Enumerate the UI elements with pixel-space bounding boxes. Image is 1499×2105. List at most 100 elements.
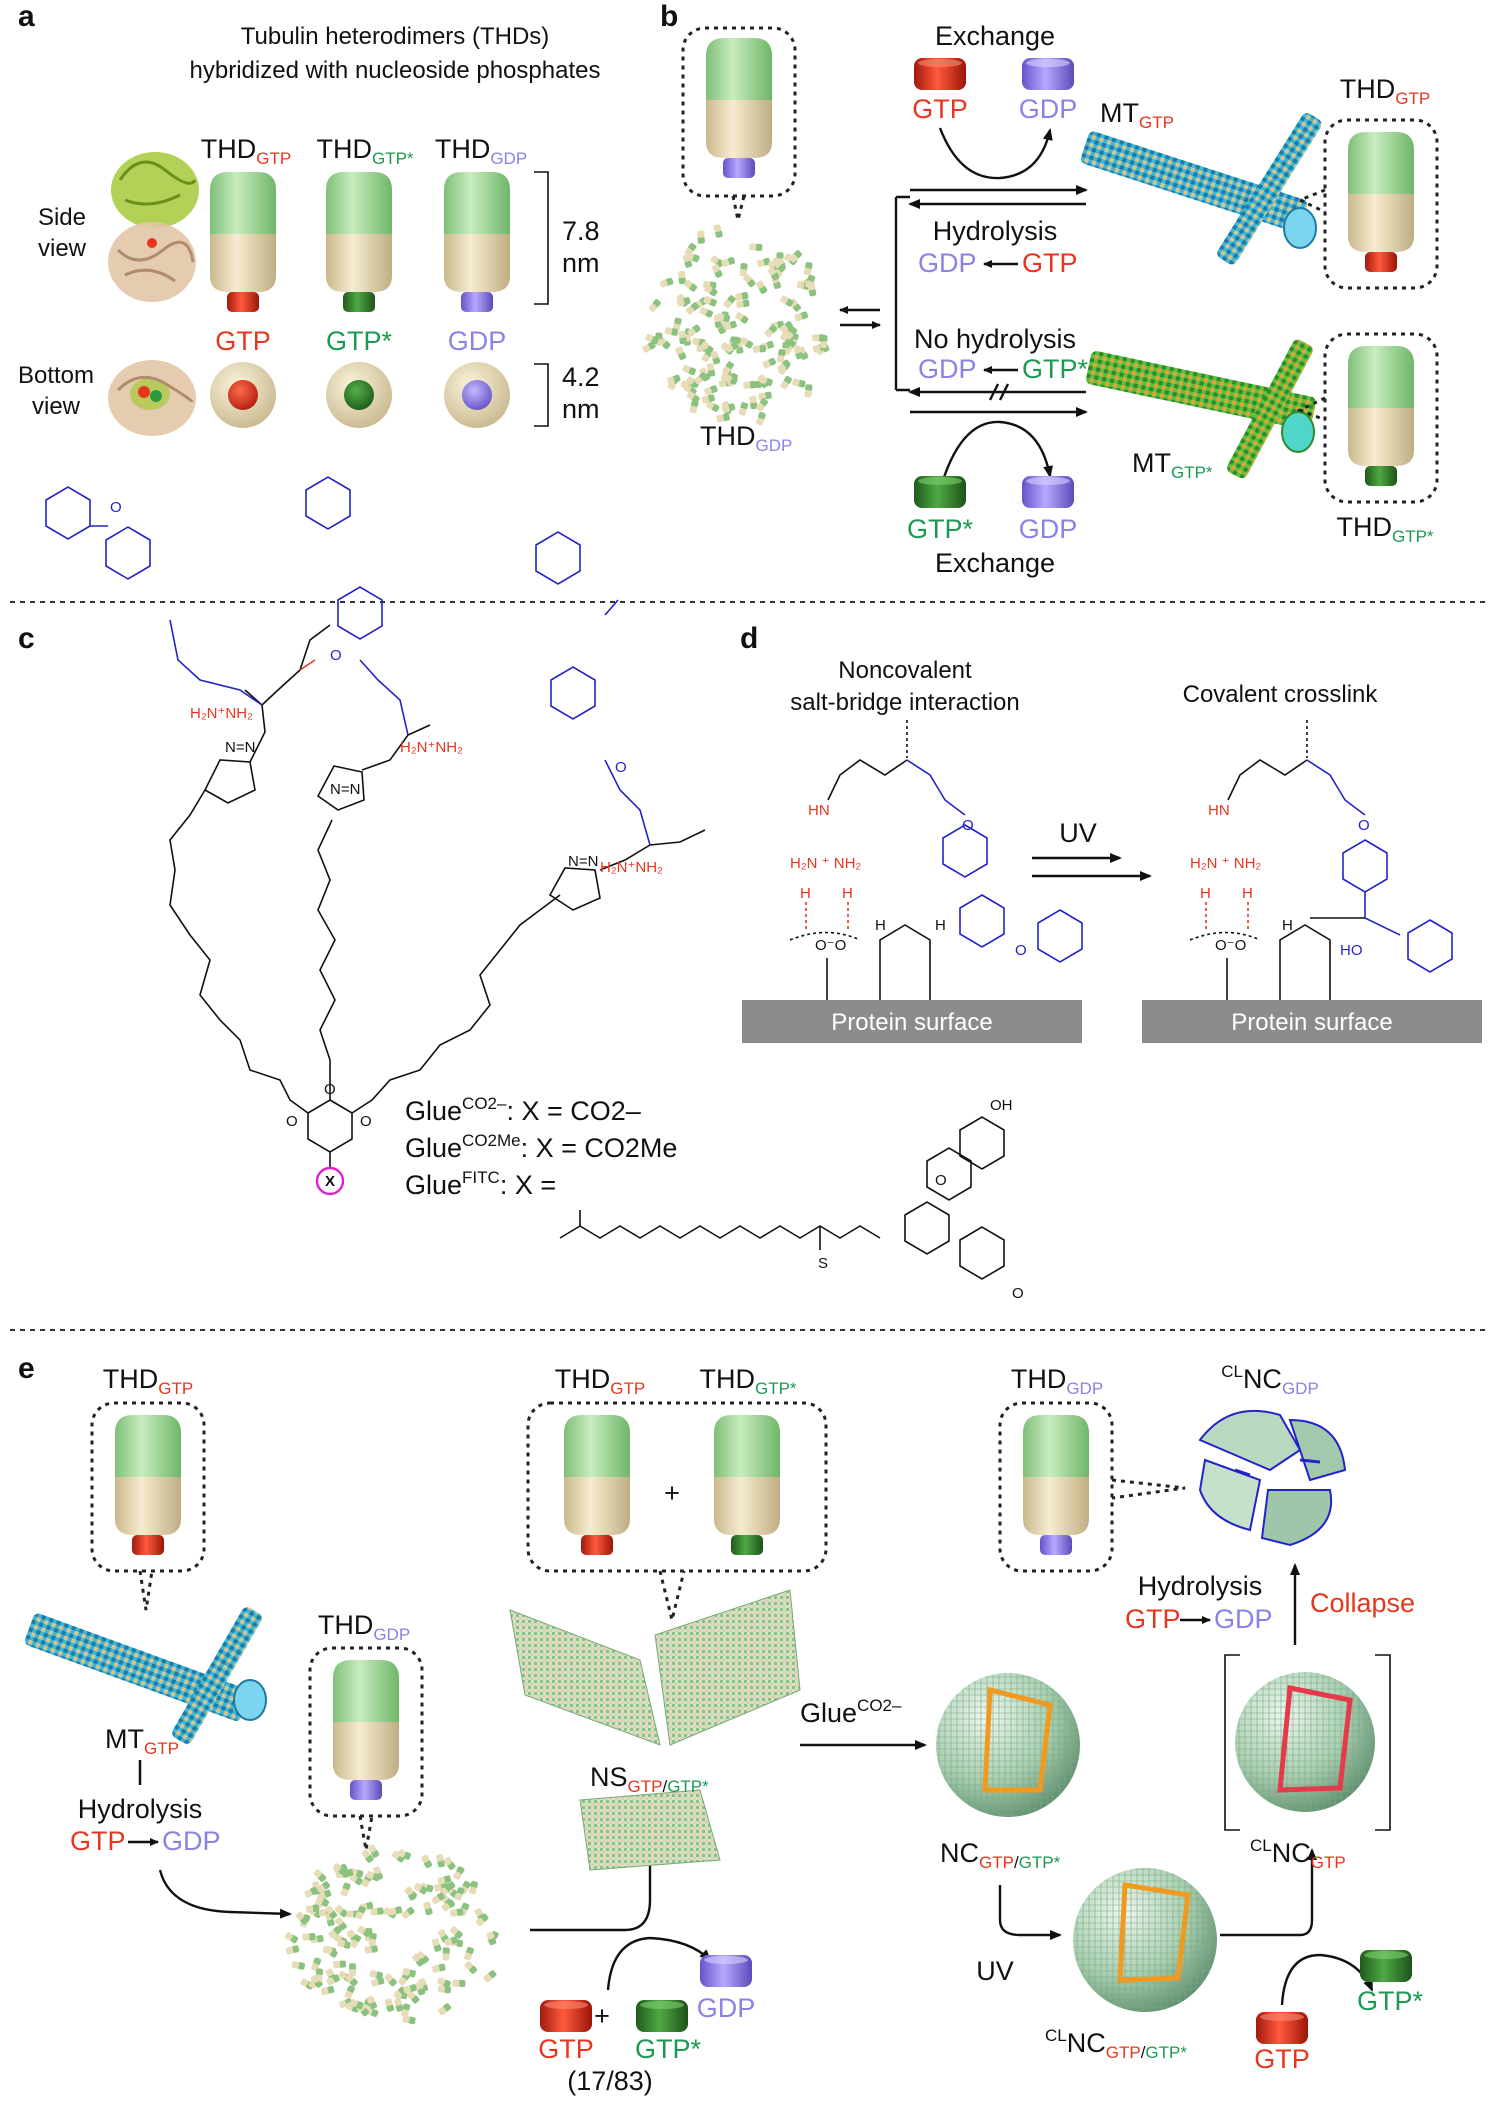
e-thd-gdp-right-callout-box (998, 1401, 1114, 1573)
right-guanidine-nh: HN (1208, 802, 1230, 819)
e-thd-gdp-right-pointer (1111, 1478, 1186, 1500)
mini-dimer (431, 1963, 446, 1974)
mini-dimer (442, 1947, 450, 1961)
e-hydrolysis-gtp: GTP (70, 1826, 126, 1856)
fitc-ring-o: O (935, 1172, 947, 1189)
e-thd-gdp-callout-box (308, 1646, 424, 1818)
e-mt-gtp-image (25, 1607, 267, 1744)
mini-dimer (449, 1908, 464, 1917)
mini-dimer (674, 345, 687, 361)
e-clnc-gdp-label: CLNCGDP (1221, 1362, 1319, 1398)
thd-gtpstar-header: THDGTP* (316, 134, 413, 168)
e-arrow-to-clnc-gtp (1220, 1848, 1317, 1937)
e-mix-callout-box (526, 1401, 828, 1573)
mini-dimer (738, 401, 749, 417)
mini-dimer (734, 291, 749, 301)
left-h1: H (800, 885, 811, 902)
mini-dimer (752, 345, 767, 353)
panel-e-letter: e (18, 1352, 35, 1385)
e-gtpstar-in-label: GTP* (635, 2034, 702, 2064)
left-carbonyl-o: O (1015, 942, 1027, 959)
hydrolysis-gdp: GDP (918, 248, 977, 278)
e-thd-gdp-right-callout-icon (1023, 1415, 1089, 1555)
width-unit: nm (562, 394, 600, 424)
no-hydrolysis-gdp: GDP (918, 354, 977, 384)
mt-gtpstar-label: MTGTP* (1132, 448, 1213, 482)
mini-dimer (659, 277, 674, 289)
hydrolysis-label: Hydrolysis (933, 216, 1058, 246)
mini-dimer (804, 384, 813, 398)
fitc-linker-structure: OH O O S (559, 1097, 1024, 1302)
side-view-label-1: Side (38, 204, 86, 231)
thd-gdp-header: THDGDP (435, 134, 527, 168)
e-thd-gtp-mix-label: THDGTP (555, 1364, 645, 1398)
right-ho: HO (1340, 942, 1363, 959)
mini-dimer (793, 310, 809, 322)
mini-dimer (749, 243, 763, 252)
mini-dimer (703, 384, 719, 396)
e-hydrolysis-label: Hydrolysis (78, 1794, 203, 1824)
panel-d-left-title-2: salt-bridge interaction (790, 689, 1019, 716)
mini-dimer (384, 1997, 395, 2013)
mini-dimer (420, 1854, 433, 1869)
mt-gtp-label: MTGTP (1100, 98, 1174, 132)
no-hydrolysis-gtpstar: GTP* (1022, 354, 1089, 384)
left-ch-h2: H (935, 917, 946, 934)
mini-dimer (315, 1968, 324, 1982)
e-gdp-pill (700, 1955, 752, 1987)
mini-dimer (791, 378, 806, 388)
left-guanidine-nh: HN (808, 802, 830, 819)
gdp-top-label: GDP (1019, 94, 1078, 124)
mini-dimer (697, 230, 705, 244)
panel-d-letter: d (740, 622, 758, 655)
e-mt-gtp-label: MTGTP (105, 1724, 179, 1758)
mini-dimer (364, 1944, 379, 1954)
gtpstar-label: GTP* (326, 326, 393, 356)
thd-gtp-bottom-icon (210, 362, 276, 428)
salt-bridge-structure: O O HN H₂N ⁺ NH₂ H H O⁻O H H (789, 720, 1083, 1000)
e-thd-gtpstar-mix-label: THDGTP* (699, 1364, 796, 1398)
triazole-n-3: N=N (568, 853, 598, 870)
mini-dimer (681, 364, 697, 376)
thd-gtp-callout-box (1323, 118, 1439, 290)
triazole-n-2: N=N (330, 781, 360, 798)
thd-gdp-cloud-label: THDGDP (700, 421, 792, 455)
mt-gtpstar-image (1086, 339, 1316, 479)
carbonyl-o-1: O (110, 499, 122, 516)
mini-dimer (755, 279, 768, 295)
e-thd-gdp-label: THDGDP (318, 1610, 410, 1644)
left-guanidine-nh2: H₂N ⁺ NH₂ (790, 855, 861, 872)
mini-dimer (755, 411, 767, 426)
ether-o-2: O (324, 1081, 336, 1098)
mini-dimer (284, 1931, 299, 1945)
glue-co2me-definition: GlueCO2Me: X = CO2Me (405, 1131, 677, 1163)
mt-gtp-callout-pointer (1296, 188, 1326, 214)
gdp-bottom-label: GDP (1019, 514, 1078, 544)
mini-dimer (383, 1972, 398, 1988)
thd-gtpstar-callout-box (1323, 332, 1439, 504)
width-value: 4.2 (562, 362, 600, 392)
mini-dimer (713, 223, 724, 239)
e-thd-gtp-label: THDGTP (103, 1364, 193, 1398)
mini-dimer (803, 261, 814, 276)
carbonyl-o-2: O (330, 647, 342, 664)
e-arrow-to-cloud (158, 1869, 292, 1919)
mini-dimer (435, 1853, 446, 1868)
gtpstar-bottom-label: GTP* (907, 514, 974, 544)
mini-dimer (807, 282, 817, 297)
left-ch-h1: H (875, 917, 886, 934)
guanidinium-2: H₂N⁺NH₂ (400, 739, 463, 756)
thd-gtpstar-bottom-icon (326, 362, 392, 428)
no-hydrolysis-label: No hydrolysis (914, 324, 1076, 354)
branch-ticks (896, 195, 910, 392)
mt-gtp-image (1081, 113, 1322, 265)
protein-structure-side-image (108, 152, 199, 302)
e-thd-gtp-callout-icon (115, 1415, 181, 1555)
e-nanosheets-image (509, 1589, 801, 1871)
thd-gdp-callout-box (681, 26, 797, 198)
e-clnc-gtp-label: CLNCGTP (1250, 1836, 1346, 1872)
thd-gdp-cloud (641, 223, 830, 426)
mini-dimer (431, 1937, 442, 1953)
e-thd-gdp-callout-icon (333, 1660, 399, 1800)
mini-dimer (647, 298, 662, 313)
